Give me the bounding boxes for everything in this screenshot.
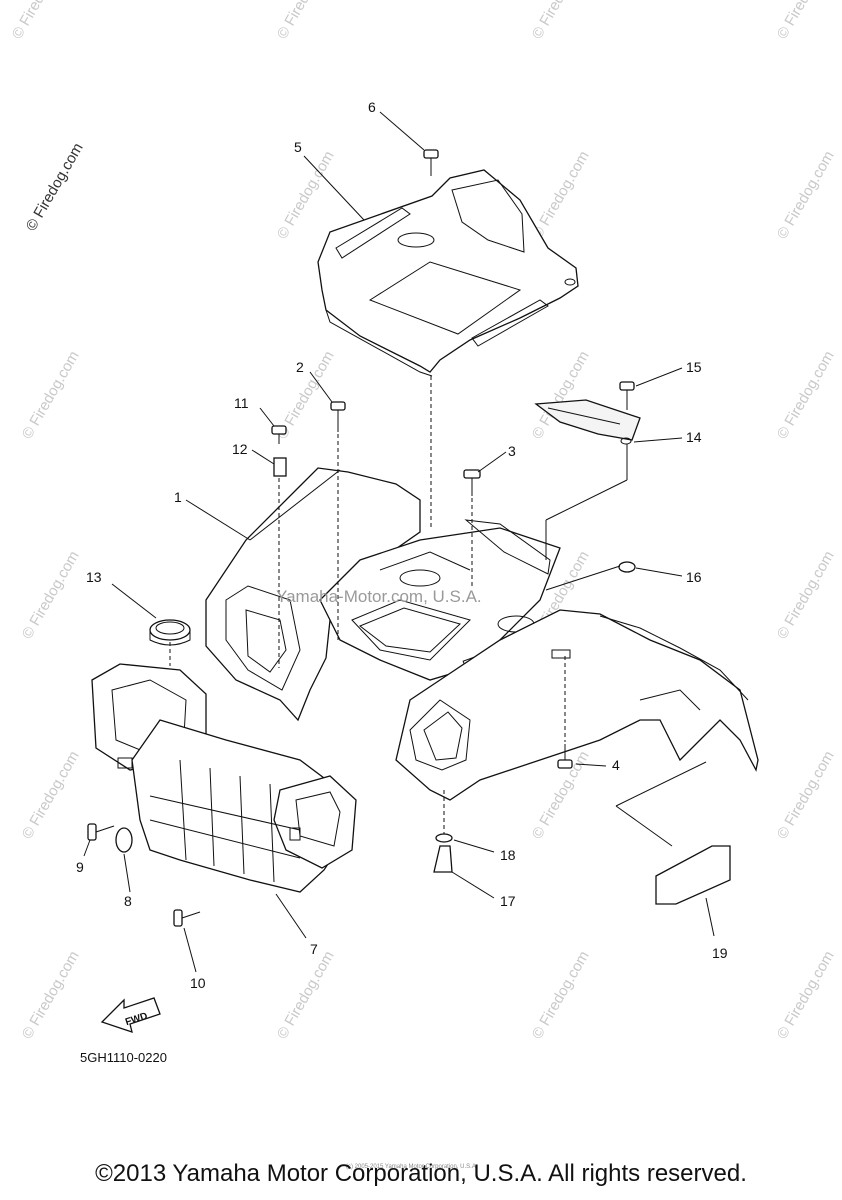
callout-12: 12 <box>232 441 248 457</box>
part-14-panel <box>534 399 641 445</box>
watermark: © Firedog.com <box>19 748 83 842</box>
callout-16: 16 <box>686 569 702 585</box>
watermark: © Firedog.com <box>774 348 838 442</box>
leader-lines <box>83 111 715 973</box>
watermark: © Firedog.com <box>9 0 73 42</box>
callout-labels: 1 2 3 4 5 6 7 8 9 10 11 12 13 14 15 16 1… <box>76 99 728 991</box>
watermark: © Firedog.com <box>19 348 83 442</box>
callout-2: 2 <box>296 359 304 375</box>
watermark: © Firedog.com <box>274 148 338 242</box>
part-7-lower-box <box>91 663 357 893</box>
part-13-ring <box>149 619 191 646</box>
watermark: © Firedog.com <box>529 148 593 242</box>
watermark: © Firedog.com <box>774 748 838 842</box>
watermark: © Firedog.com <box>529 0 593 42</box>
part-18-washer <box>435 833 453 843</box>
watermark: © Firedog.com <box>274 948 338 1042</box>
center-watermark: Yamaha-Motor.com, U.S.A. <box>276 587 482 606</box>
callout-4: 4 <box>612 757 620 773</box>
watermark: © Firedog.com <box>19 948 83 1042</box>
copyright-notice: ©2013 Yamaha Motor Corporation, U.S.A. A… <box>95 1160 747 1187</box>
fwd-arrow-icon: FWD <box>100 997 161 1033</box>
part-1-fender-right <box>395 609 759 801</box>
watermark: © Firedog.com <box>274 0 338 42</box>
callout-3: 3 <box>508 443 516 459</box>
watermark: © Firedog.com <box>774 948 838 1042</box>
diagram-code: 5GH1110-0220 <box>80 1050 167 1065</box>
callout-17: 17 <box>500 893 516 909</box>
callout-18: 18 <box>500 847 516 863</box>
corner-watermark: © Firedog.com <box>23 140 87 234</box>
callout-11: 11 <box>234 395 249 411</box>
fasteners <box>87 149 636 927</box>
callout-9: 9 <box>76 859 84 875</box>
part-19-pad <box>655 845 731 905</box>
assembly-lines <box>169 376 707 847</box>
callout-1: 1 <box>174 489 182 505</box>
watermark: © Firedog.com <box>529 948 593 1042</box>
callout-15: 15 <box>686 359 702 375</box>
watermark: © Firedog.com <box>19 548 83 642</box>
callout-13: 13 <box>86 569 102 585</box>
callout-14: 14 <box>686 429 702 445</box>
callout-7: 7 <box>310 941 318 957</box>
callout-5: 5 <box>294 139 302 155</box>
fine-print: (c) 2005-2015 Yamaha Motor Corporation, … <box>346 1164 478 1170</box>
part-1-center-tray <box>319 519 561 681</box>
watermark: © Firedog.com <box>774 548 838 642</box>
part-8-grommet <box>115 827 133 853</box>
part-5-top-cover <box>317 169 579 377</box>
callout-10: 10 <box>190 975 206 991</box>
part-17-clip <box>433 845 453 873</box>
watermark: © Firedog.com <box>774 0 838 42</box>
callout-19: 19 <box>712 945 728 961</box>
callout-8: 8 <box>124 893 132 909</box>
callout-6: 6 <box>368 99 376 115</box>
watermark: © Firedog.com <box>774 148 838 242</box>
